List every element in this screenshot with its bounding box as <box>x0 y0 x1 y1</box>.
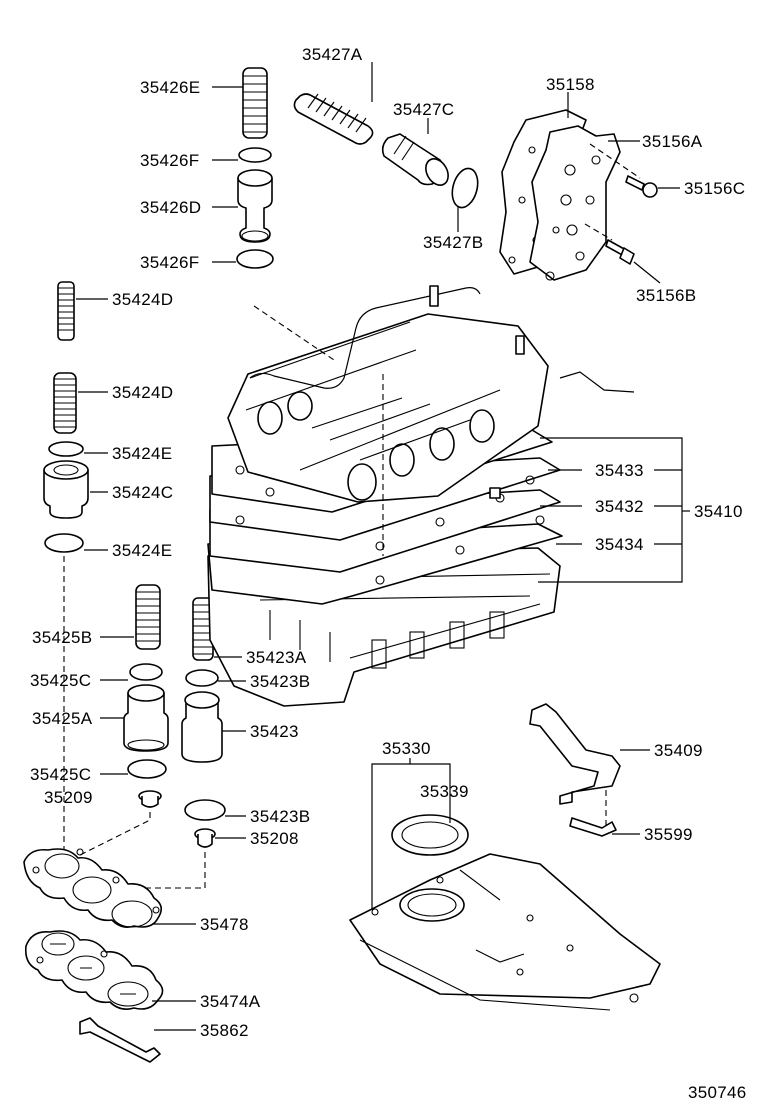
bolt-35156C <box>625 175 658 198</box>
oring-35427B <box>451 167 479 209</box>
oring-35424E-bottom <box>44 533 84 553</box>
spring-35424D-top <box>57 281 75 341</box>
label-35425A: 35425A <box>32 709 93 728</box>
label-35423: 35423 <box>250 722 299 741</box>
label-35427B: 35427B <box>423 233 483 252</box>
body-plate-35156A <box>529 125 621 281</box>
spring-35425B <box>135 584 161 650</box>
plug-35209 <box>138 790 162 808</box>
oring-35425C-top <box>129 663 163 681</box>
label-35425B: 35425B <box>32 628 92 647</box>
strainer-35330 <box>349 853 661 1011</box>
label-35433: 35433 <box>595 461 644 480</box>
label-35425C-bottom: 35425C <box>30 765 91 784</box>
label-35478: 35478 <box>200 915 249 934</box>
figure-id: 350746 <box>688 1083 747 1102</box>
label-35599: 35599 <box>644 825 693 844</box>
label-35424E-bottom: 35424E <box>112 541 172 560</box>
label-35426E: 35426E <box>140 78 200 97</box>
oring-35423B-top <box>185 669 219 687</box>
oring-35426F-bottom <box>236 249 274 269</box>
bracket-35409 <box>529 703 621 805</box>
plate-35474A <box>24 930 164 1010</box>
oring-35423B-bottom <box>184 799 226 821</box>
valve-body-35410 <box>207 285 635 707</box>
label-35426D: 35426D <box>140 198 201 217</box>
oring-35426F-top <box>238 147 272 163</box>
piston-35426D <box>237 169 273 243</box>
label-35330: 35330 <box>382 739 431 758</box>
label-35424D-top: 35424D <box>112 290 173 309</box>
label-35156C: 35156C <box>684 179 745 198</box>
gasket-35478 <box>23 848 162 928</box>
spring-35427A <box>293 93 374 145</box>
label-35339: 35339 <box>420 782 469 801</box>
label-35423B-bottom: 35423B <box>250 807 310 826</box>
label-35209: 35209 <box>44 788 93 807</box>
oring-35424E-top <box>48 441 84 457</box>
label-35410: 35410 <box>694 502 743 521</box>
piston-35427C <box>381 133 449 186</box>
label-35425C-top: 35425C <box>30 671 91 690</box>
label-35424D-bottom: 35424D <box>112 383 173 402</box>
clip-35599 <box>569 817 617 837</box>
clip-35862 <box>79 1017 161 1063</box>
oring-35425C-bottom <box>127 759 167 779</box>
label-35156A: 35156A <box>642 132 703 151</box>
label-35423A: 35423A <box>246 648 307 667</box>
label-35158: 35158 <box>546 75 595 94</box>
spring-35426E <box>242 67 268 139</box>
bolt-35156B <box>605 239 635 265</box>
label-35427C: 35427C <box>393 100 454 119</box>
seal-35339 <box>391 814 469 856</box>
label-35434: 35434 <box>595 535 644 554</box>
piston-35424C <box>43 460 89 519</box>
label-35426F-bottom: 35426F <box>140 253 199 272</box>
label-35426F-top: 35426F <box>140 151 199 170</box>
label-35432: 35432 <box>595 497 644 516</box>
label-35862: 35862 <box>200 1021 249 1040</box>
spring-35424D-bottom <box>53 372 77 434</box>
plug-35208 <box>194 828 216 848</box>
label-35474A: 35474A <box>200 992 261 1011</box>
label-35424E-top: 35424E <box>112 444 172 463</box>
spring-35423A <box>192 597 214 661</box>
label-35409: 35409 <box>654 741 703 760</box>
label-35427A: 35427A <box>302 45 363 64</box>
label-35424C: 35424C <box>112 483 173 502</box>
piston-35423 <box>181 691 223 763</box>
label-35156B: 35156B <box>636 286 696 305</box>
label-35208: 35208 <box>250 829 299 848</box>
label-35423B-top: 35423B <box>250 672 310 691</box>
piston-35425A <box>123 684 169 752</box>
